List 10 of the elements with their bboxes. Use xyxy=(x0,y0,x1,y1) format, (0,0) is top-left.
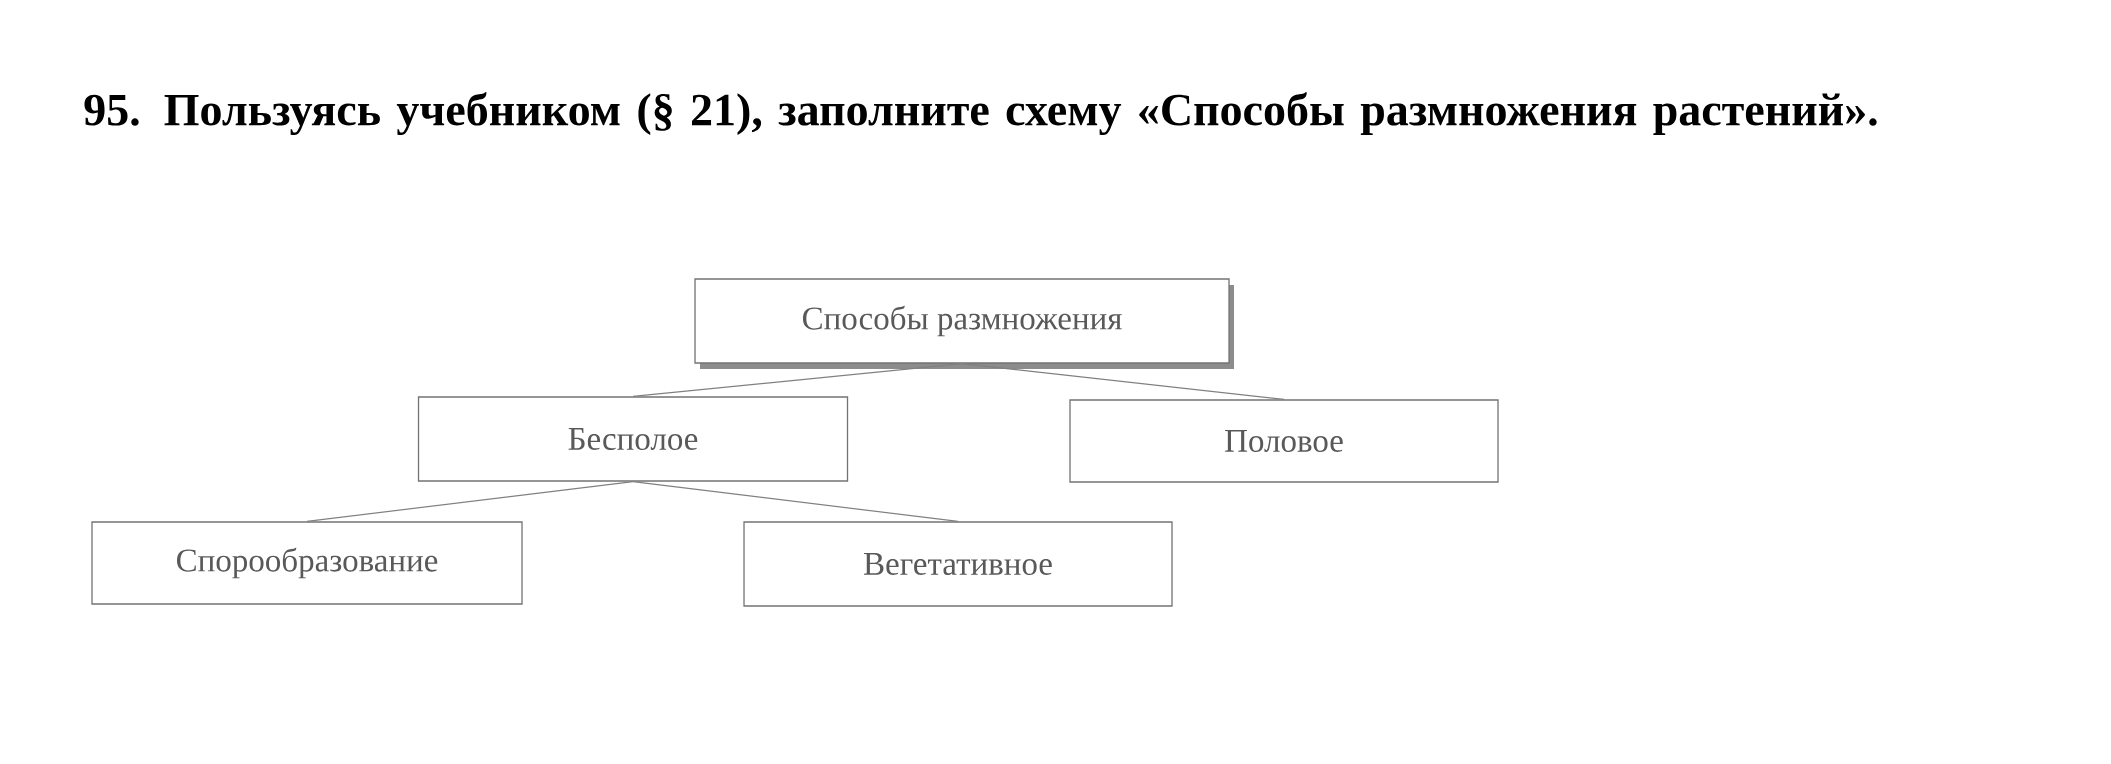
connector-line xyxy=(306,481,634,522)
connector-line xyxy=(961,363,1285,400)
category-box: Спорообразование xyxy=(91,521,523,605)
connector-line xyxy=(632,363,963,397)
category-box: Бесполое xyxy=(417,396,849,482)
task-heading: 95. Пользуясь учебником (§ 21), заполните схему «Способы размножения растений». xyxy=(84,92,1877,136)
category-box: Половое xyxy=(1069,399,1499,483)
heading-box: Способы размножения xyxy=(694,278,1234,369)
connector-line xyxy=(632,481,959,522)
category-box: Вегетативное xyxy=(743,521,1173,607)
